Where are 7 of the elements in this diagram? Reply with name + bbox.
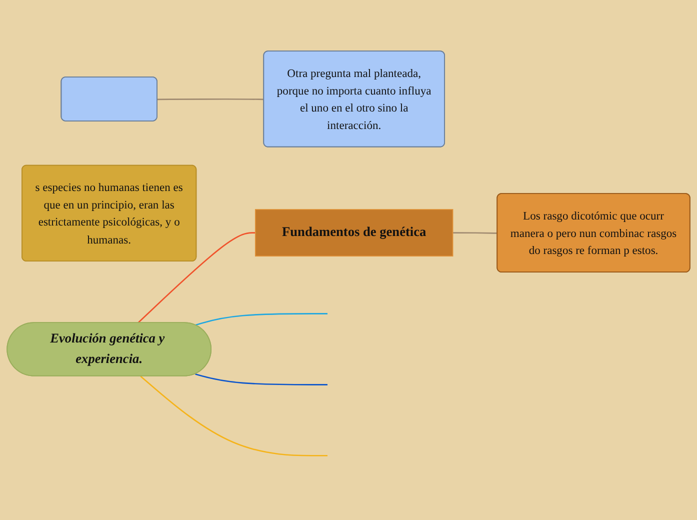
connector (195, 313, 328, 326)
connector (137, 232, 256, 324)
connector (195, 374, 328, 386)
connector (157, 98, 264, 100)
connector (140, 376, 328, 456)
node-box: Fundamentos de genética (254, 209, 454, 256)
connector (452, 232, 498, 234)
